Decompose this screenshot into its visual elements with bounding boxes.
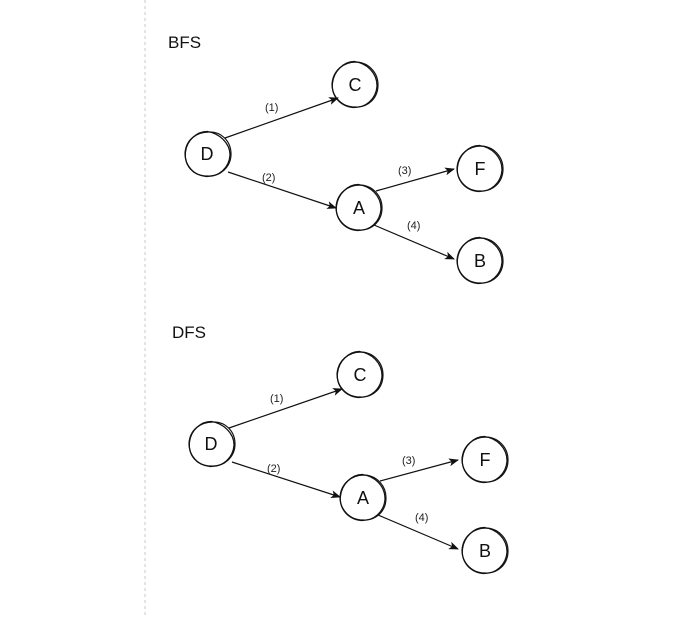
- dfs-edge-d-a: [231, 461, 341, 499]
- dfs-node-c: C: [336, 350, 384, 399]
- dfs-node-f-label: F: [480, 450, 491, 470]
- bfs-node-d: D: [184, 130, 232, 178]
- dfs-edge-label-4: (4): [415, 512, 428, 524]
- dfs-node-a: A: [339, 473, 387, 522]
- bfs-edge-label-1: (1): [265, 102, 278, 114]
- bfs-edges: [224, 97, 455, 260]
- bfs-title: BFS: [168, 33, 201, 52]
- dfs-edge-label-1: (1): [270, 393, 283, 405]
- bfs-node-b: B: [456, 236, 504, 285]
- bfs-node-b-label: B: [474, 251, 486, 271]
- bfs-edge-a-b: [373, 224, 455, 260]
- dfs-edge-labels: (1) (2) (3) (4): [267, 393, 428, 524]
- bfs-node-d-label: D: [201, 144, 214, 164]
- dfs-title: DFS: [172, 323, 206, 342]
- bfs-node-f: F: [456, 144, 504, 193]
- dfs-node-f: F: [461, 435, 509, 484]
- dfs-node-d: D: [188, 420, 236, 468]
- dfs-node-b-label: B: [479, 541, 491, 561]
- dfs-edge-a-f: [379, 458, 459, 482]
- dfs-edges: [228, 388, 459, 550]
- bfs-node-a-label: A: [353, 198, 365, 218]
- bfs-node-a: A: [335, 183, 383, 232]
- dfs-edge-label-3: (3): [402, 455, 415, 467]
- dfs-node-b: B: [461, 526, 509, 575]
- bfs-node-c: C: [331, 60, 379, 109]
- bfs-edge-label-3: (3): [398, 165, 411, 177]
- bfs-diagram: BFS (1) (2) (3) (4) D C A: [168, 33, 504, 285]
- bfs-node-c-label: C: [349, 75, 362, 95]
- bfs-node-f-label: F: [475, 159, 486, 179]
- dfs-edge-a-b: [377, 514, 459, 550]
- dfs-diagram: DFS (1) (2) (3) (4) D C A: [172, 323, 509, 575]
- dfs-node-a-label: A: [357, 488, 369, 508]
- bfs-edge-d-c: [224, 97, 339, 139]
- bfs-edge-a-f: [375, 167, 455, 192]
- dfs-node-c-label: C: [354, 365, 367, 385]
- bfs-edge-labels: (1) (2) (3) (4): [262, 102, 420, 232]
- bfs-edge-d-a: [227, 171, 337, 209]
- bfs-edge-label-2: (2): [262, 172, 275, 184]
- dfs-node-d-label: D: [205, 434, 218, 454]
- dfs-edge-label-2: (2): [267, 463, 280, 475]
- dfs-edge-d-c: [228, 388, 343, 429]
- bfs-edge-label-4: (4): [407, 220, 420, 232]
